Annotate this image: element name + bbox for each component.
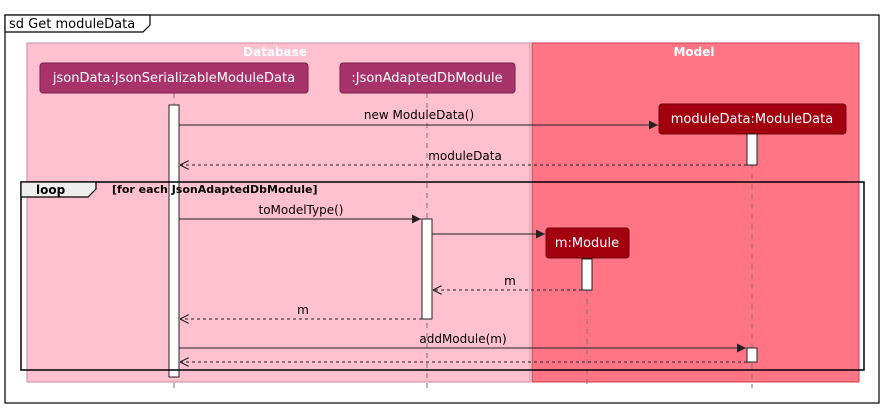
activation-module-data (746, 133, 758, 166)
database-box-title: Database (243, 45, 307, 59)
activation-module-data-add (746, 347, 758, 363)
database-box (26, 42, 531, 383)
activation-module (581, 258, 593, 291)
participant-module (545, 227, 630, 259)
activation-json-data (168, 104, 180, 378)
loop-frame-tab (20, 181, 97, 198)
participant-adapted (339, 62, 516, 94)
loop-guard: [for each JsonAdaptedDbModule] (112, 183, 317, 196)
participant-module-label: m:Module (555, 236, 619, 251)
sd-frame-title: sd Get moduleData (9, 17, 135, 32)
activation-adapted (421, 218, 433, 320)
msg-add-module-label: addModule(m) (419, 332, 506, 346)
participant-json-data (39, 62, 309, 94)
participant-adapted-label: :JsonAdaptedDbModule (351, 71, 502, 86)
msg-to-model-type-label: toModelType() (258, 203, 343, 217)
loop-keyword: loop (36, 183, 66, 197)
msg-return-m-inner-label: m (504, 274, 516, 288)
msg-new-module-data-label: new ModuleData() (364, 108, 474, 122)
msg-return-m-outer-label: m (297, 303, 309, 317)
msg-return-module-data-label: moduleData (428, 149, 502, 163)
loop-frame (20, 181, 865, 371)
participant-json-data-label: jsonData:JsonSerializableModuleData (52, 71, 295, 86)
model-box-title: Model (673, 45, 714, 59)
participant-module-data-label: moduleData:ModuleData (671, 112, 833, 127)
sd-frame-tab (4, 14, 151, 33)
model-box (531, 42, 860, 383)
